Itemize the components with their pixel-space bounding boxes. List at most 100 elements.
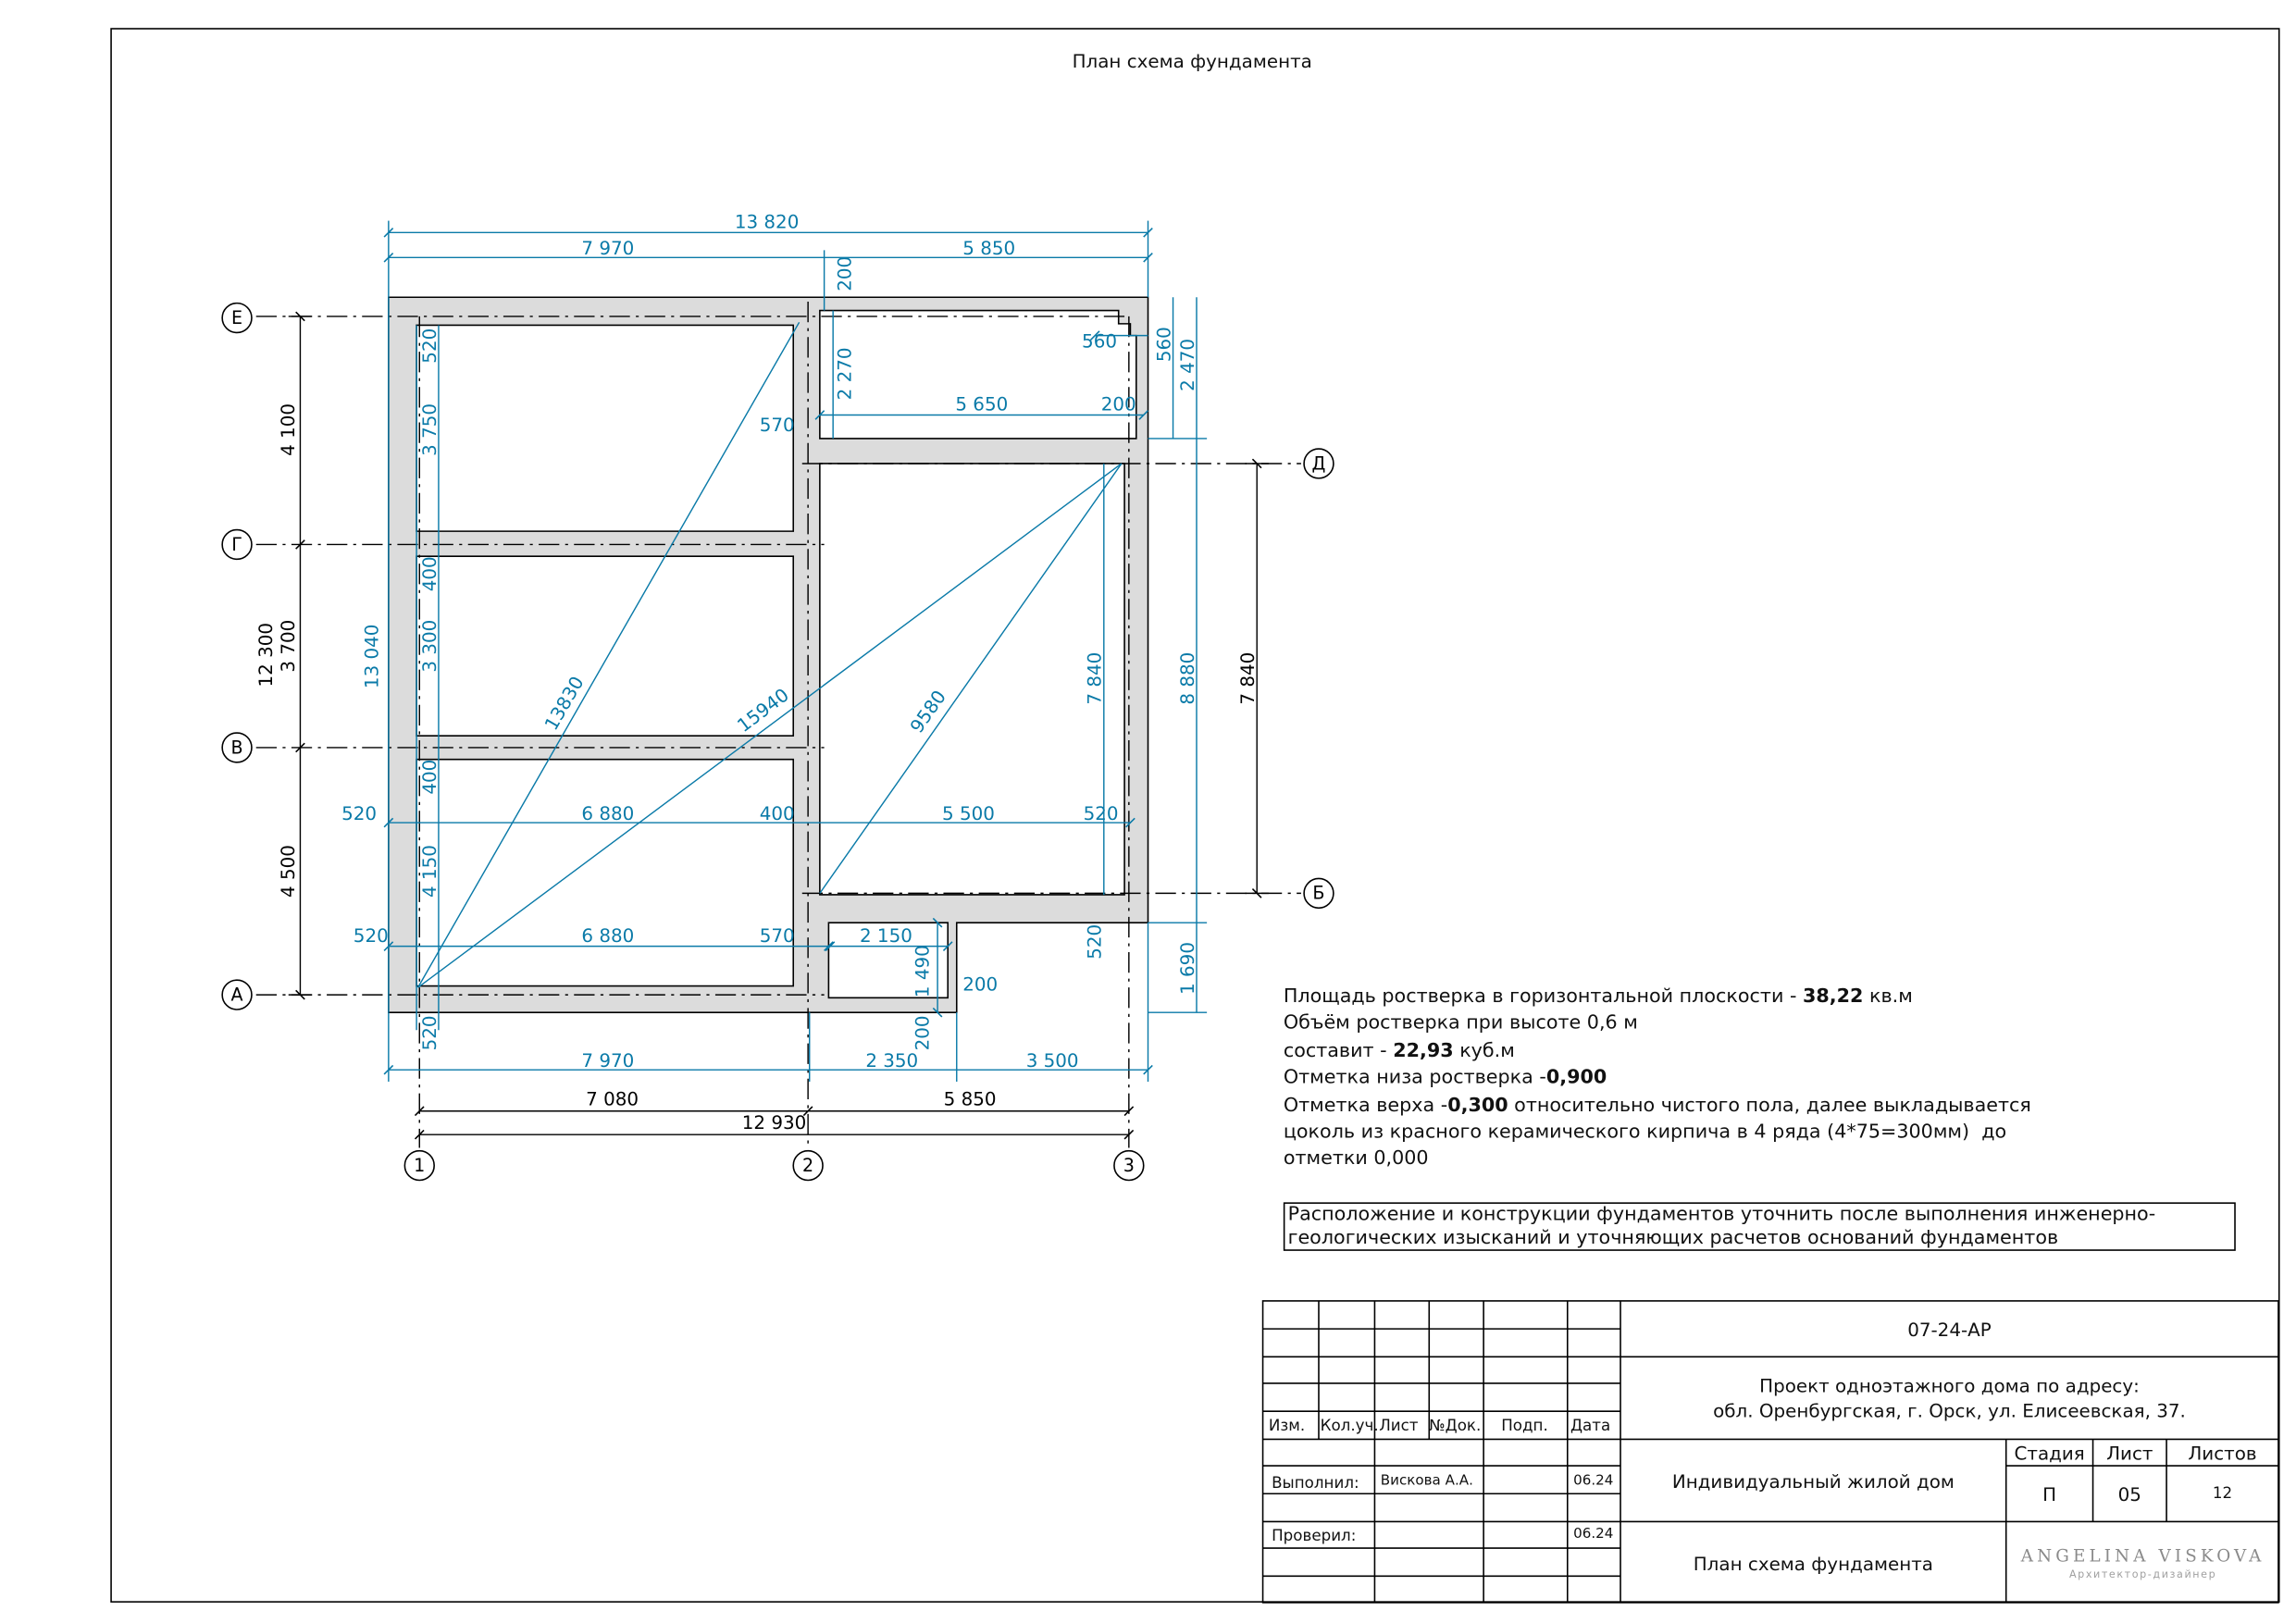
studio-logo: ANGELINA VISKOVA <box>2020 1544 2265 1567</box>
dim-inner-height: 13 040 <box>362 625 383 689</box>
dim-room-w2: 6 880 <box>581 925 634 947</box>
dim-wall-560-b: 560 <box>1153 327 1174 362</box>
project-code: 07-24-АР <box>1907 1318 1992 1341</box>
dim-wall-520-left-a: 520 <box>341 803 377 824</box>
dim-top-left: 7 970 <box>581 238 634 259</box>
axis-marker-2 <box>792 1149 824 1182</box>
dim-small-room-h: 1 490 <box>912 945 934 997</box>
dim-diagonal-3: 9580 <box>906 687 950 737</box>
diagonal-lines <box>417 321 1123 988</box>
dim-small-room-w: 2 150 <box>860 925 912 947</box>
dim-wall-560-a: 560 <box>1082 330 1117 352</box>
header-izm: Изм. <box>1268 1417 1306 1435</box>
axis-label-2: 2 <box>802 1156 813 1176</box>
header-doc: №Док. <box>1429 1417 1482 1435</box>
axis-marker-e <box>221 302 253 334</box>
stage-value: П <box>2042 1483 2057 1505</box>
sheet-frame <box>110 28 2280 1603</box>
axis-label-b: Б <box>1312 884 1324 904</box>
dim-bottom-2: 2 350 <box>865 1050 918 1072</box>
stage-label: Стадия <box>2014 1442 2085 1465</box>
title-block-grid <box>1261 1300 2279 1604</box>
sheet-value: 05 <box>2117 1483 2141 1505</box>
axis-marker-a <box>221 979 253 1010</box>
dim-right-room-h: 7 840 <box>1085 652 1106 705</box>
foundation-notes: Площадь ростверка в горизонтальной плоск… <box>1284 985 2031 1174</box>
dim-wall-570-b: 570 <box>760 925 795 947</box>
note-line-5: Отметка верха -0,300 относительно чистог… <box>1283 1094 2031 1117</box>
dim-right-bottom: 1 690 <box>1177 942 1198 995</box>
note-line-3: составит - 22,93 куб.м <box>1283 1040 1515 1062</box>
dim-top-room-w: 5 650 <box>955 394 1008 415</box>
axis-label-v: В <box>231 737 243 758</box>
header-data: Дата <box>1570 1417 1611 1435</box>
checked-label: Проверил: <box>1272 1527 1357 1545</box>
dim-left-1: 4 100 <box>278 403 299 456</box>
dim-wall-400-a: 400 <box>419 556 441 591</box>
dim-left-2: 3 700 <box>278 620 299 673</box>
dim-right-top: 2 470 <box>1177 339 1198 391</box>
project-line-1: Проект одноэтажного дома по адресу: <box>1759 1374 2140 1397</box>
dim-wall-570-a: 570 <box>760 415 795 436</box>
note-line-2: Объём ростверка при высоте 0,6 м <box>1283 1012 1638 1035</box>
axis-marker-b <box>1303 877 1334 910</box>
dim-axis-2-3: 5 850 <box>944 1088 997 1109</box>
dim-axis-d-b: 7 840 <box>1237 652 1259 705</box>
axis-label-g: Г <box>231 535 242 555</box>
header-kol-uch: Кол.уч. <box>1320 1417 1379 1435</box>
remark-box: Расположение и конструкции фундаментов у… <box>1283 1202 2236 1251</box>
dim-wall-400-c: 400 <box>760 803 795 824</box>
note-line-1: Площадь ростверка в горизонтальной плоск… <box>1283 985 1913 1009</box>
dim-wall-520-a: 520 <box>419 328 441 364</box>
project-line-2: обл. Оренбургская, г. Орск, ул. Елисеевс… <box>1713 1399 2186 1422</box>
foundation-walls <box>388 296 1149 1013</box>
axis-labels: Е Г В А Д Б 1 2 3 <box>231 308 1326 1176</box>
dim-right-total: 8 880 <box>1177 652 1198 705</box>
axis-label-3: 3 <box>1123 1156 1135 1176</box>
sheet-name: План схема фундамента <box>1693 1552 1933 1575</box>
dim-wall-400-b: 400 <box>419 760 441 795</box>
axis-label-1: 1 <box>414 1156 425 1176</box>
axis-marker-v <box>221 732 253 763</box>
note-line-6: цоколь из красного керамического кирпича… <box>1283 1121 2007 1144</box>
dim-wall-520-left-b: 520 <box>354 925 389 947</box>
sheet-title: План схема фундамента <box>1072 50 1312 72</box>
dim-top-room-h: 2 270 <box>834 348 855 401</box>
axis-marker-1 <box>403 1149 435 1182</box>
dim-wall-520-b: 520 <box>419 1016 441 1051</box>
axis-dimension-lines <box>288 311 1269 1140</box>
dim-wall-200-c: 200 <box>962 973 998 995</box>
studio-logo-subtitle: Архитектор-дизайнер <box>2068 1568 2217 1581</box>
dim-room-h1: 3 750 <box>419 403 441 456</box>
sheet-label: Лист <box>2106 1442 2153 1465</box>
building-name: Индивидуальный жилой дом <box>1671 1469 1955 1493</box>
note-line-4: Отметка низа ростверка -0,900 <box>1283 1067 1607 1090</box>
dim-room-w3: 5 500 <box>942 803 995 824</box>
note-line-7: отметки 0,000 <box>1283 1148 1429 1171</box>
dim-top-overall: 13 820 <box>735 212 800 233</box>
axis-label-e: Е <box>231 308 242 328</box>
dim-bottom-1: 7 970 <box>581 1050 634 1072</box>
blue-dimension-lines <box>383 220 1208 1082</box>
header-podp: Подп. <box>1501 1417 1548 1435</box>
dim-wall-200-b: 200 <box>1101 394 1136 415</box>
dim-room-w1: 6 880 <box>581 803 634 824</box>
sheets-value: 12 <box>2212 1484 2233 1503</box>
dim-wall-200-a: 200 <box>834 256 855 291</box>
sheets-label: Листов <box>2188 1442 2257 1465</box>
axis-label-a: А <box>231 985 243 1005</box>
axis-dimension-values: 7 080 5 850 12 930 4 100 3 700 4 500 12 … <box>255 403 1259 1134</box>
dim-room-h3: 4 150 <box>419 845 441 898</box>
dim-left-3: 4 500 <box>278 845 299 898</box>
dim-axis-total: 12 930 <box>742 1112 807 1134</box>
dim-wall-200-d: 200 <box>912 1016 934 1051</box>
performed-name: Вискова А.А. <box>1380 1472 1473 1490</box>
blue-dimension-values: 13 820 7 970 5 850 7 970 2 350 3 500 520… <box>341 212 1198 1072</box>
dim-wall-520-c: 520 <box>1084 803 1119 824</box>
dim-axis-1-2: 7 080 <box>586 1088 639 1109</box>
dim-diagonal-2: 15940 <box>734 685 793 737</box>
axis-label-d: Д <box>1312 453 1326 474</box>
header-list: Лист <box>1379 1417 1419 1435</box>
dim-bottom-3: 3 500 <box>1026 1050 1079 1072</box>
